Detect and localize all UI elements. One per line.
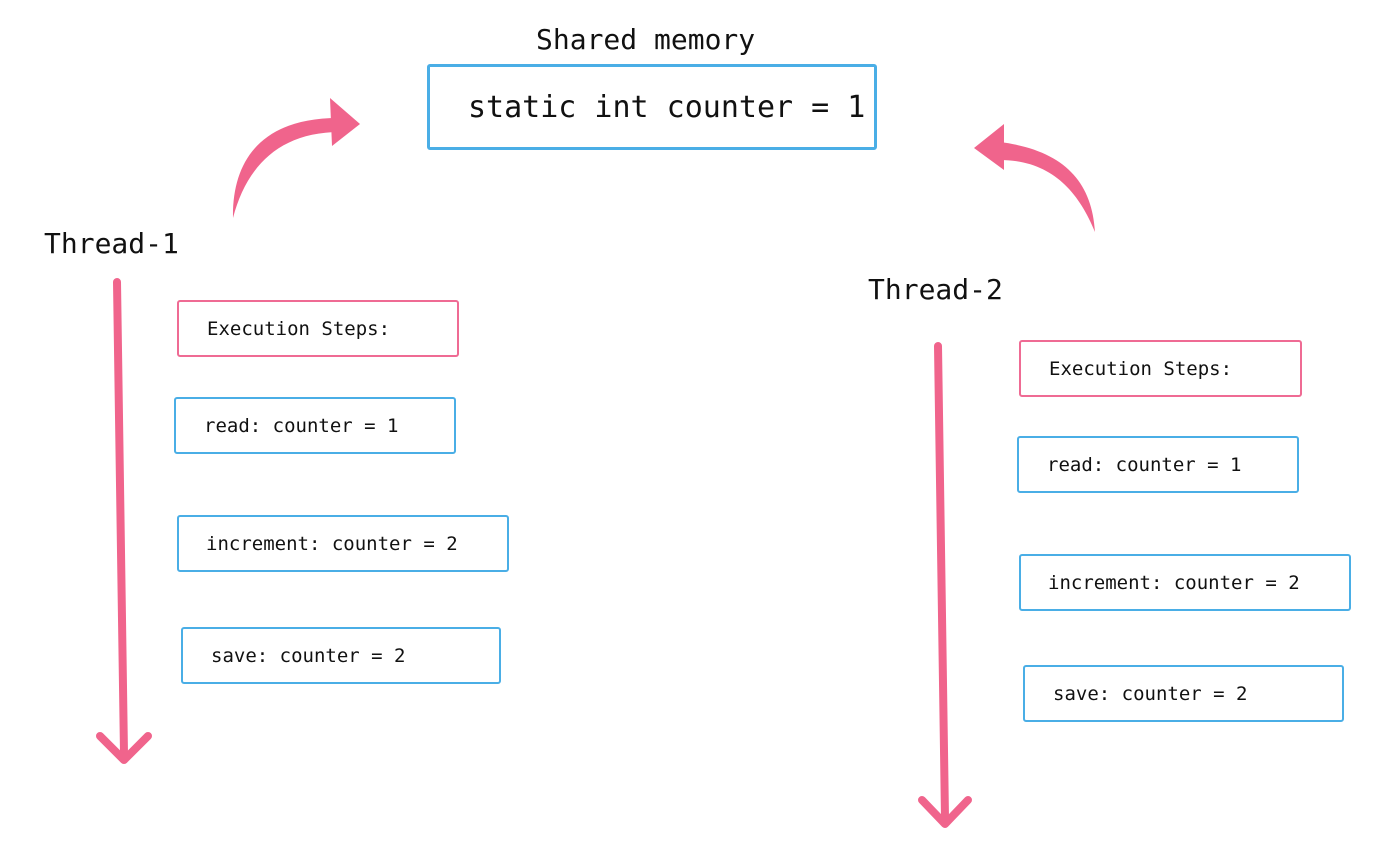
thread-2-step-increment-label: increment: counter = 2 (1048, 571, 1300, 594)
thread-2-step-read-label: read: counter = 1 (1047, 453, 1242, 476)
shared-memory-title: Shared memory (536, 23, 756, 56)
thread-2-step-read: read: counter = 1 (1017, 436, 1299, 493)
thread-2-step-save: save: counter = 2 (1023, 665, 1344, 722)
thread-2-steps-header-label: Execution Steps: (1049, 357, 1233, 380)
thread-2-step-save-label: save: counter = 2 (1053, 682, 1248, 705)
thread-1-step-increment: increment: counter = 2 (177, 515, 509, 572)
thread-1-steps-header: Execution Steps: (177, 300, 459, 357)
thread-1-step-read: read: counter = 1 (174, 397, 456, 454)
shared-memory-code: static int counter = 1 (468, 89, 866, 125)
thread-2-to-memory-arrow (974, 124, 1095, 232)
thread-1-step-save: save: counter = 2 (181, 627, 501, 684)
thread-2-timeline-arrow (918, 342, 972, 828)
thread-1-step-save-label: save: counter = 2 (211, 644, 406, 667)
thread-2-steps-header: Execution Steps: (1019, 340, 1302, 397)
thread-1-step-read-label: read: counter = 1 (204, 414, 399, 437)
thread-1-to-memory-arrow (232, 98, 360, 218)
thread-2-title: Thread-2 (868, 273, 1003, 306)
shared-memory-box: static int counter = 1 (427, 64, 877, 150)
thread-1-title: Thread-1 (44, 227, 179, 260)
thread-1-step-increment-label: increment: counter = 2 (206, 532, 458, 555)
thread-2-step-increment: increment: counter = 2 (1019, 554, 1351, 611)
thread-1-steps-header-label: Execution Steps: (207, 317, 391, 340)
thread-1-timeline-arrow (96, 278, 152, 764)
